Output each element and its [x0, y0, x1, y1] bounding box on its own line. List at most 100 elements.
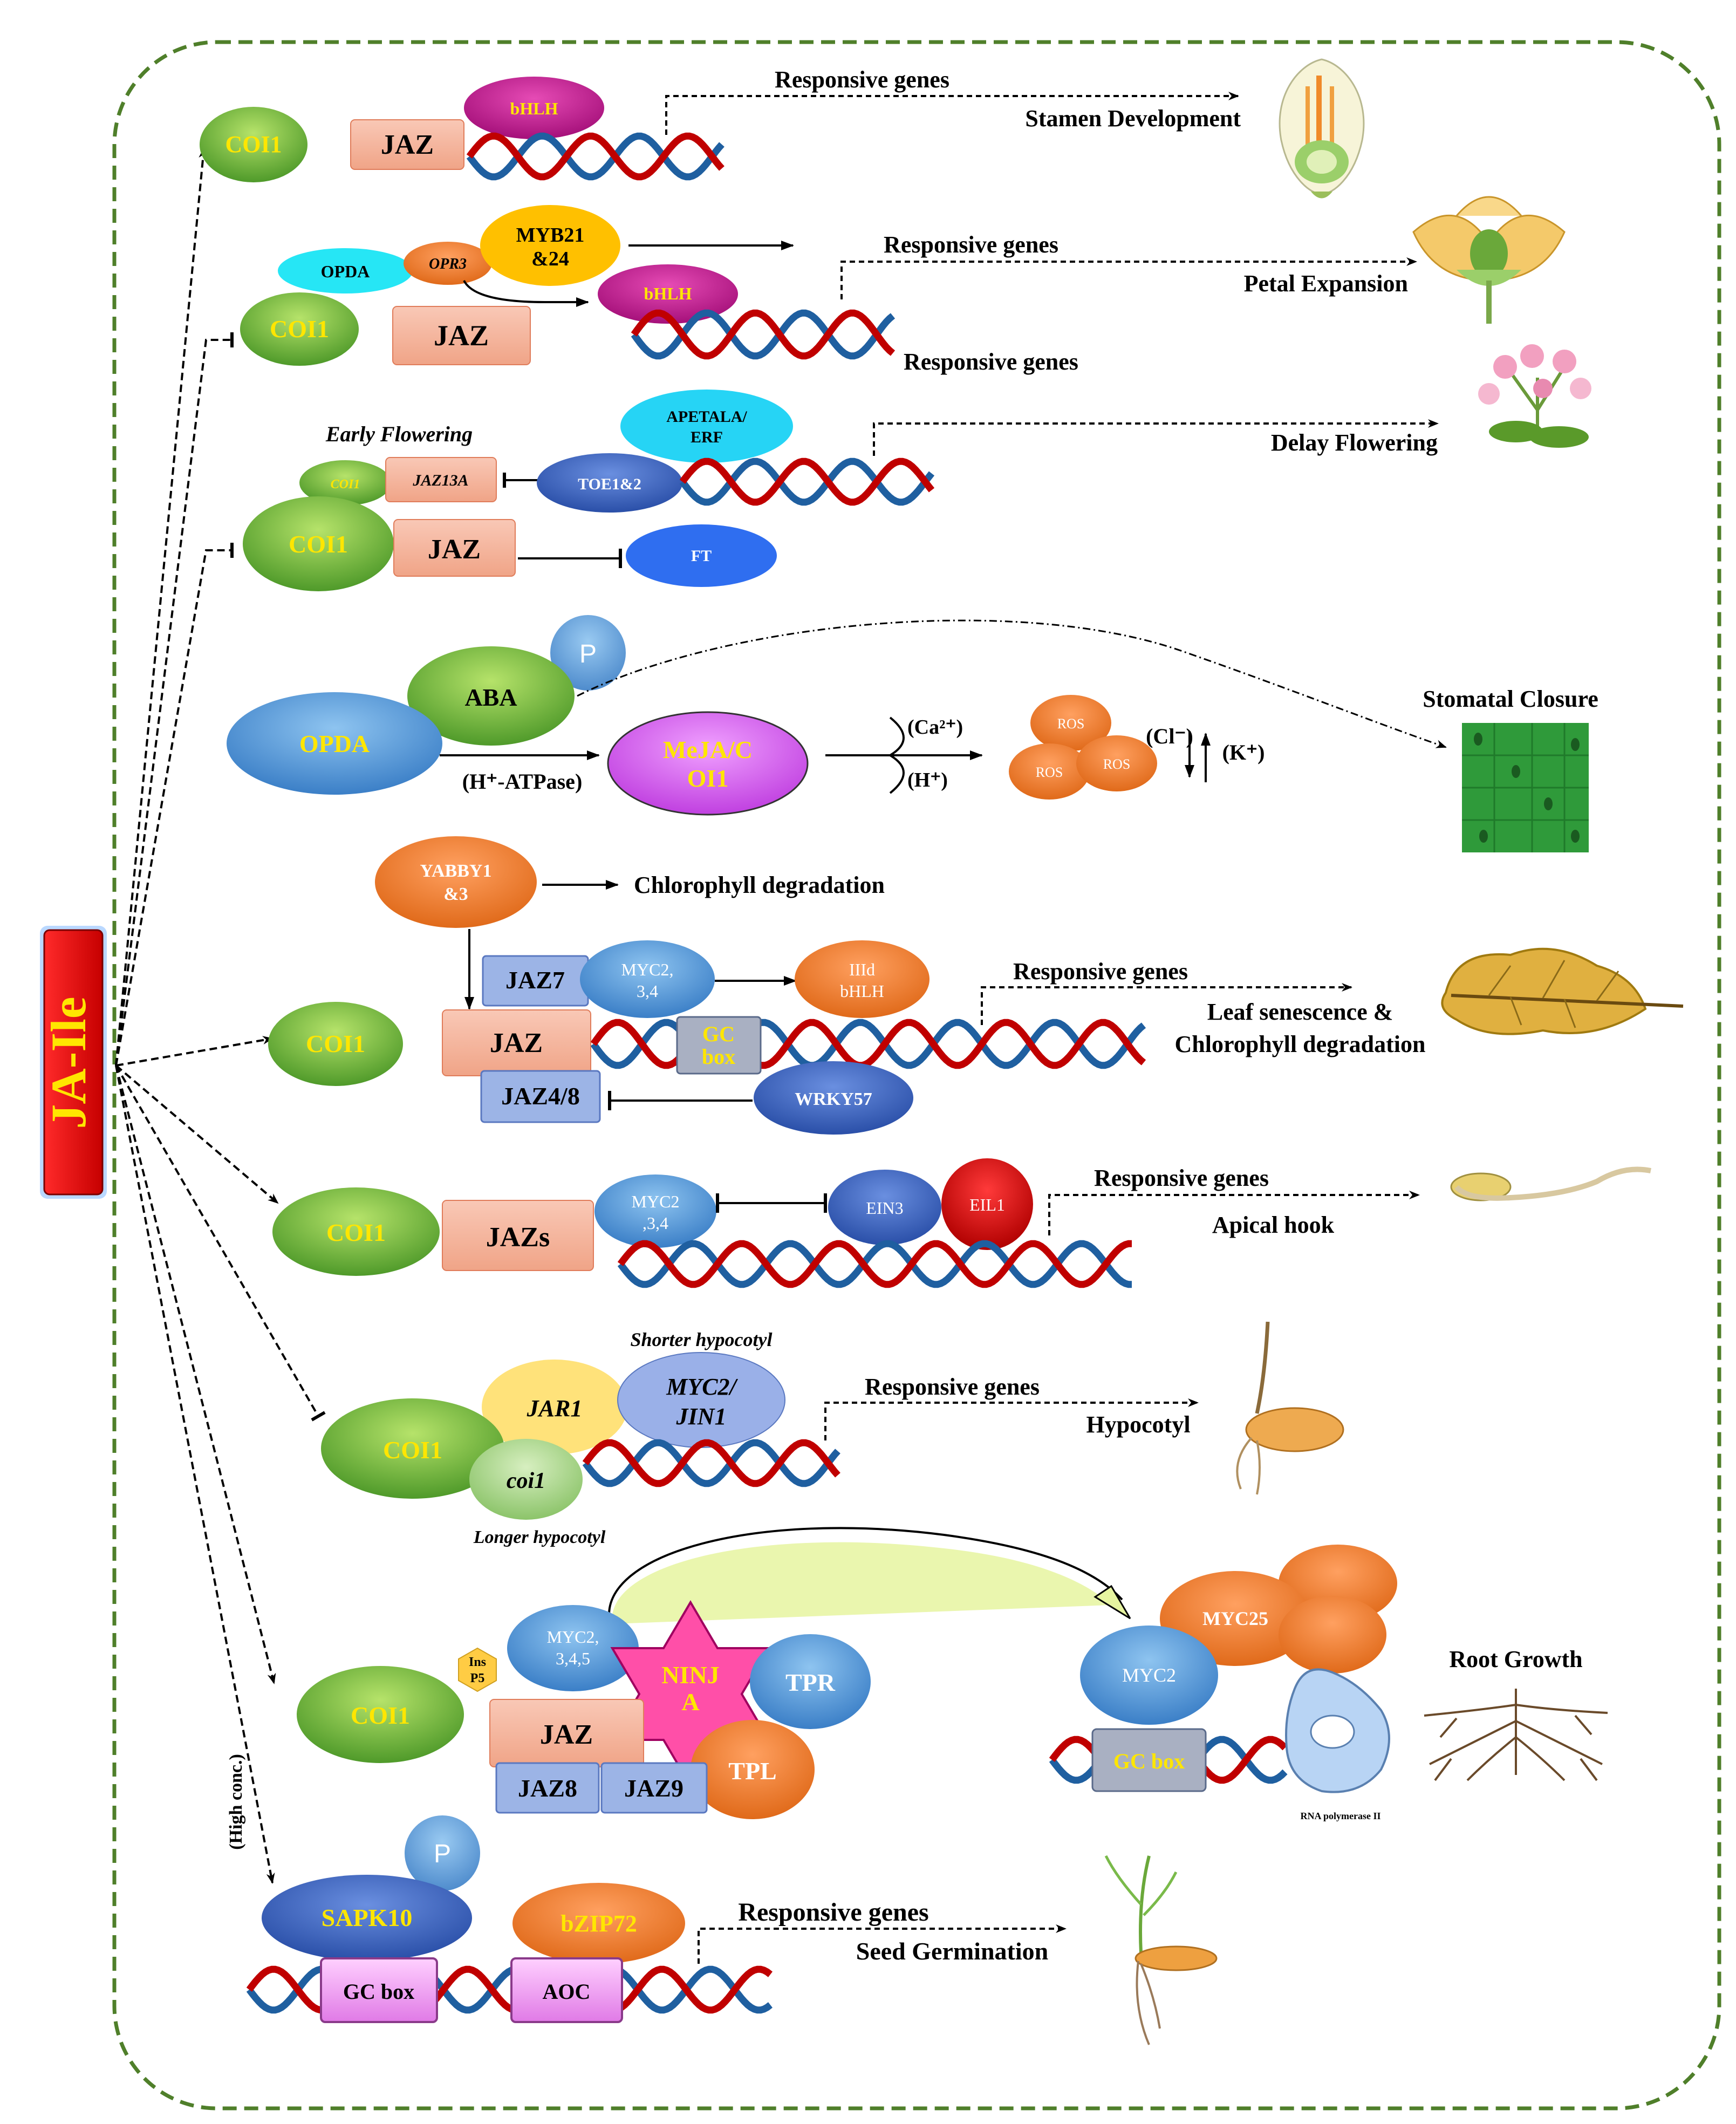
connector-petal	[115, 332, 234, 1066]
node-label: JAZ	[381, 129, 434, 160]
aba-node	[407, 646, 575, 746]
node-label: Seed Germination	[856, 1937, 1048, 1965]
germinating-seed-icon	[1236, 1321, 1344, 1495]
coi1-node	[297, 1666, 464, 1763]
jar1-node	[482, 1360, 627, 1454]
node-label: Early Flowering	[325, 422, 473, 446]
myc2-node	[1080, 1626, 1218, 1725]
myb-node	[480, 205, 620, 286]
node-label: Stamen Development	[1025, 105, 1241, 132]
eil1-node	[941, 1158, 1033, 1250]
dna-strand-blue	[679, 457, 935, 506]
node-label: bZIP72	[561, 1910, 637, 1937]
jaz-node	[393, 519, 516, 577]
row-stomatal: P ABA OPDA (H⁺-ATPase) MeJA/C OI1 (Ca²⁺)…	[227, 615, 1598, 852]
node-label: bHLH	[510, 99, 558, 118]
node-label: JAZ	[434, 319, 489, 352]
coi1-node	[321, 1398, 504, 1499]
node-label: RNA polymerase II	[1301, 1811, 1381, 1821]
node-label: MYB21	[516, 224, 585, 247]
node-label: Delay Flowering	[1271, 429, 1438, 456]
connector-apical	[115, 1064, 279, 1204]
node-label: COI1	[289, 530, 348, 558]
node-label: YABBY1	[420, 861, 492, 881]
node-label: COI1	[351, 1702, 410, 1729]
node-label: bHLH	[644, 284, 692, 303]
flowering-plant-icon	[1478, 344, 1591, 448]
node-label: COI1	[270, 315, 329, 343]
gc-box	[320, 1957, 438, 2023]
node-label: 3,4,5	[556, 1649, 590, 1668]
row-apical: COI1 JAZs MYC2 ,3,4 EIN3 EIL1 Responsive…	[272, 1158, 1651, 1288]
dna-strand-blue	[617, 1240, 1132, 1288]
outer-border	[112, 40, 1721, 2111]
tpl-node	[691, 1720, 815, 1819]
node-label: MYC2,	[621, 960, 674, 979]
jaz9-node	[600, 1762, 708, 1814]
node-label: &24	[531, 248, 569, 270]
node-label: Responsive genes	[775, 66, 949, 93]
jaz8-node	[495, 1762, 600, 1814]
hub-ja-ile: JA-Ile	[40, 926, 107, 1199]
node-label: SAPK10	[322, 1904, 413, 1931]
node-label: JAZ	[540, 1719, 593, 1750]
yabby-node	[375, 836, 537, 928]
connector-hypocotyl	[115, 1065, 326, 1422]
row-hypocotyl: Shorter hypocotyl JAR1 MYC2/ JIN1 COI1 c…	[321, 1321, 1344, 1547]
apetala-node	[620, 390, 793, 463]
node-label: OPDA	[299, 730, 370, 757]
node-label: Leaf senescence &	[1207, 999, 1393, 1025]
row-root: COI1 Ins P5 MYC2, 3,4,5 NINJ A TPR JAZ T…	[297, 1527, 1608, 1821]
node-label: Root Growth	[1449, 1646, 1582, 1672]
coi1-small-node	[299, 460, 391, 506]
node-label: Responsive genes	[1013, 958, 1188, 985]
node-label: 3,4	[637, 981, 658, 1001]
node-label: AOC	[543, 1979, 591, 2004]
coi1-node	[268, 1002, 403, 1086]
node-label: GC	[702, 1022, 735, 1046]
node-label: COI1	[306, 1030, 365, 1057]
myc-node	[594, 1174, 716, 1248]
node-label: MYC2	[1122, 1664, 1176, 1686]
node-label: GC box	[1113, 1749, 1185, 1773]
connector-flowering	[115, 543, 234, 1066]
gc-box	[1091, 1728, 1207, 1792]
node-label: MeJA/C	[663, 736, 753, 763]
node-label: Shorter hypocotyl	[630, 1329, 772, 1350]
node-label: TPR	[785, 1669, 836, 1696]
node-label: COI1	[326, 1219, 386, 1246]
node-label: JAR1	[527, 1395, 583, 1422]
dna-strand-blue	[631, 309, 896, 360]
bhlh-node	[464, 77, 604, 139]
high-conc-label: (High conc.)	[226, 1754, 246, 1850]
node-label: ,3,4	[643, 1213, 668, 1233]
node-label: A	[681, 1688, 699, 1716]
myc-node	[507, 1605, 639, 1691]
dna-strand-red	[466, 132, 725, 181]
node-label: Apical hook	[1212, 1212, 1335, 1238]
myc-node	[580, 940, 715, 1018]
connector-seed	[115, 1065, 275, 1884]
connector-stamen	[115, 147, 208, 1066]
dna-helix	[590, 1019, 1146, 1069]
node-label: OPR3	[429, 256, 467, 272]
node-label: box	[702, 1044, 735, 1069]
node-label: ROS	[1036, 764, 1063, 780]
row-senescence: YABBY1 &3 Chlorophyll degradation JAZ7 M…	[268, 836, 1684, 1135]
stamen-flower-icon	[1279, 58, 1365, 199]
connector-senescence	[115, 1036, 274, 1067]
node-label: JAZs	[486, 1222, 550, 1253]
myc2-jin1-node	[617, 1352, 785, 1448]
node-label: TOE1&2	[578, 475, 641, 493]
bhlh-node	[598, 264, 738, 324]
bzip72-node	[512, 1883, 685, 1964]
toe-node	[537, 453, 682, 513]
stomata-tissue-icon	[1462, 723, 1589, 852]
node-label: Hypocotyl	[1086, 1411, 1190, 1438]
sapk10-node	[262, 1875, 472, 1961]
insp5-node	[458, 1647, 497, 1692]
node-label: (H⁺-ATPase)	[462, 769, 583, 794]
node-label: ERF	[691, 428, 723, 446]
node-label: EIN3	[866, 1198, 903, 1218]
node-label: JAZ8	[518, 1774, 577, 1802]
